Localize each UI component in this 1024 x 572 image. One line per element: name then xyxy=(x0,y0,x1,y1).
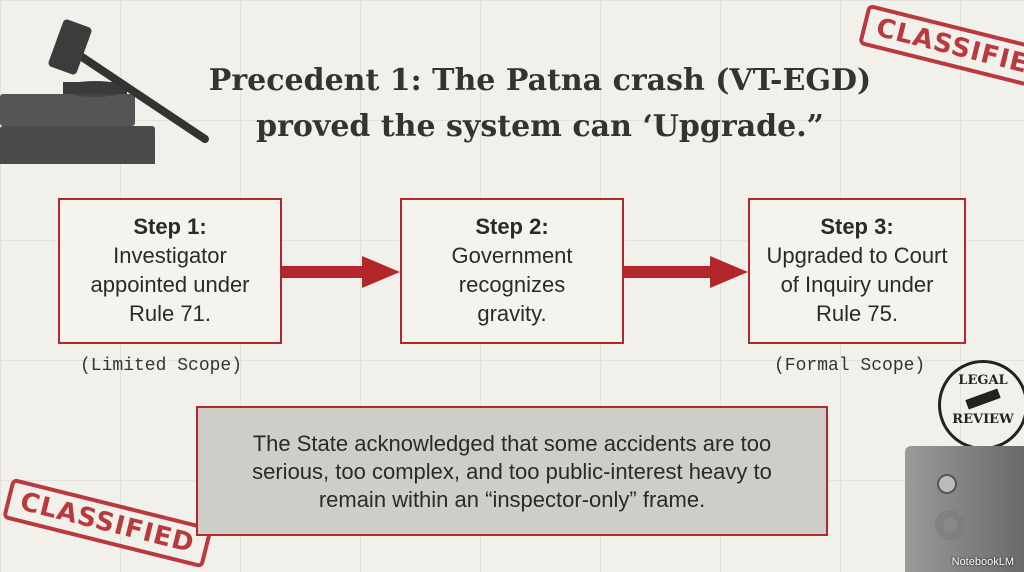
summary-note: The State acknowledged that some acciden… xyxy=(196,406,828,536)
safe-handle-icon xyxy=(943,518,957,532)
title-line-1: Precedent 1: The Patna crash (VT-EGD) xyxy=(208,63,872,98)
classified-stamp-bottom: CLASSIFIED xyxy=(1,477,213,569)
step-2-label: Step 2: xyxy=(475,214,549,239)
gavel-books-illustration xyxy=(0,14,215,166)
step-3-box: Step 3: Upgraded to Court of Inquiry und… xyxy=(748,198,966,344)
step-1-caption: (Limited Scope) xyxy=(80,356,243,376)
step-1-text: Investigator appointed under Rule 71. xyxy=(90,243,250,326)
step-3-label: Step 3: xyxy=(820,214,894,239)
step-3-text: Upgraded to Court of Inquiry under Rule … xyxy=(766,243,948,326)
title-line-2: proved the system can ‘Upgrade.” xyxy=(256,109,824,144)
step-3-caption: (Formal Scope) xyxy=(774,356,926,376)
arrow-right-icon xyxy=(624,256,748,288)
step-2-text: Government recognizes gravity. xyxy=(451,243,573,326)
summary-text: The State acknowledged that some acciden… xyxy=(252,431,772,512)
safe-dial-icon xyxy=(937,474,957,494)
page-title: Precedent 1: The Patna crash (VT-EGD) pr… xyxy=(150,58,930,150)
arrow-right-icon xyxy=(282,256,400,288)
gavel-icon xyxy=(965,388,1001,410)
legal-review-seal: LEGAL REVIEW xyxy=(938,360,1024,450)
step-1-box: Step 1: Investigator appointed under Rul… xyxy=(58,198,282,344)
seal-bottom-text: REVIEW xyxy=(952,412,1014,427)
step-1-label: Step 1: xyxy=(133,214,207,239)
safe-illustration xyxy=(905,446,1024,572)
seal-top-text: LEGAL xyxy=(958,373,1008,388)
notebooklm-watermark: NotebookLM xyxy=(951,556,1014,568)
step-2-box: Step 2: Government recognizes gravity. xyxy=(400,198,624,344)
